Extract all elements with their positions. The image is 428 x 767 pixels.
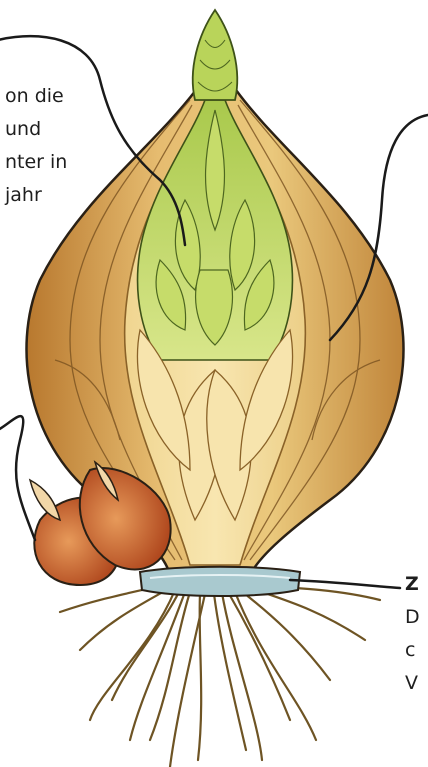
label-bottom-right-line-3: c (405, 634, 420, 667)
bud-tip (193, 10, 238, 100)
label-bottom-right: Z D c V (405, 568, 420, 700)
label-top-left-line-1: on die (5, 80, 67, 113)
callout-line-left (0, 416, 35, 540)
roots (60, 586, 380, 767)
basal-plate (140, 567, 300, 596)
label-top-left-line-4: jahr (5, 179, 67, 212)
label-top-left-line-2: und (5, 113, 67, 146)
callout-line-bottom-right (290, 580, 400, 588)
label-top-left-line-3: nter in (5, 146, 67, 179)
label-bottom-right-line-4: V (405, 667, 420, 700)
label-top-left: on die und nter in jahr (5, 80, 67, 212)
label-bottom-right-line-1: Z (405, 568, 420, 601)
label-bottom-right-line-2: D (405, 601, 420, 634)
